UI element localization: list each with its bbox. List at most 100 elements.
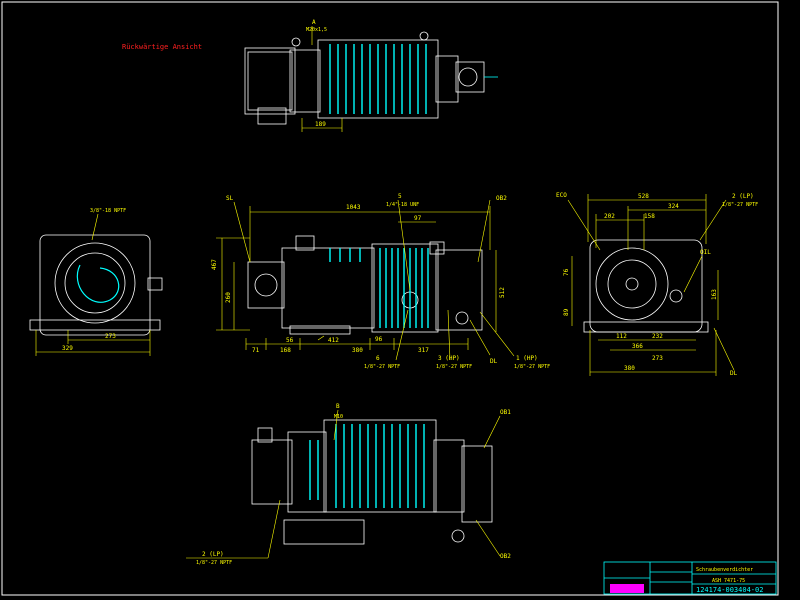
left-view-shaft — [147, 277, 163, 291]
bottom-view-port — [451, 529, 465, 543]
right-view-hub — [625, 277, 639, 291]
right-label-eco: ECO — [556, 192, 567, 199]
front-dim-512: 512 — [499, 287, 506, 298]
right-dim-76: 76 — [563, 268, 570, 276]
bottom-view-flange — [287, 431, 327, 513]
left-thread-note: 3/8"-18 NPTF — [90, 208, 126, 214]
title-block-name: Schraubenverdichter — [696, 567, 753, 573]
bottom-label-ob1: OB1 — [500, 409, 511, 416]
right-dim-232: 232 — [652, 333, 663, 340]
front-view-fins — [329, 248, 429, 328]
right-view-dims — [567, 194, 735, 376]
right-dim-366: 366 — [632, 343, 643, 350]
front-label-1-note: 1/8"-27 NPTF — [514, 364, 550, 370]
right-label-oil: OIL — [700, 249, 711, 256]
bottom-view-dims — [186, 409, 501, 559]
front-dim-96: 96 — [375, 336, 383, 343]
front-dim-71: 71 — [252, 347, 260, 354]
front-suction-flange — [247, 261, 285, 309]
top-view-body — [317, 39, 439, 119]
front-view-dims — [216, 199, 515, 361]
top-view-motor-inner — [247, 51, 293, 111]
right-dim-324: 324 — [668, 203, 679, 210]
top-view-fins — [329, 44, 427, 114]
front-dim-56: 56 — [286, 337, 294, 344]
front-label-3-hp: 3 (HP) — [438, 355, 460, 362]
front-dim-168: 168 — [280, 347, 291, 354]
front-label-5: 5 — [398, 193, 402, 200]
front-dim-412: 412 — [328, 337, 339, 344]
bottom-view-discharge — [433, 439, 465, 513]
right-dim-380: 380 — [624, 365, 635, 372]
bottom-view-body — [323, 419, 437, 513]
right-view-base — [583, 321, 709, 333]
front-dim-317: 317 — [418, 347, 429, 354]
right-label-2-lp: 2 (LP) — [732, 193, 754, 200]
top-label-a: A — [312, 19, 316, 26]
right-view — [583, 239, 709, 333]
title-block-logo — [610, 584, 644, 593]
left-view-base — [29, 319, 161, 331]
right-label-dl: DL — [730, 370, 738, 377]
right-dim-163: 163 — [711, 289, 718, 300]
left-view-port-contour — [76, 264, 120, 303]
bottom-view — [251, 419, 493, 545]
title-block — [603, 561, 777, 595]
front-dim-260: 260 — [225, 292, 232, 303]
front-lug-right — [429, 241, 445, 255]
right-view-housing — [589, 239, 703, 333]
title-block-model: ASH 7471-75 — [712, 578, 745, 584]
bottom-label-b: B — [336, 403, 340, 410]
bottom-view-base — [283, 519, 365, 545]
top-view — [244, 31, 498, 125]
bottom-label-2-lp: 2 (LP) — [202, 551, 224, 558]
top-view-motor-end — [244, 47, 296, 115]
front-compressor-body — [371, 243, 439, 333]
right-view-outer-ring — [595, 247, 669, 321]
right-view-inner-ring — [607, 259, 657, 309]
front-label-sl: SL — [226, 195, 234, 202]
front-label-6: 6 — [376, 355, 380, 362]
bottom-label-2-note: 1/8"-27 NPTF — [196, 560, 232, 566]
front-dim-top: 1043 — [346, 204, 361, 211]
front-foot-left — [289, 325, 351, 335]
front-label-ob2: OB2 — [496, 195, 507, 202]
right-dim-202: 202 — [604, 213, 615, 220]
right-dim-528: 528 — [638, 193, 649, 200]
top-view-end-cap — [455, 61, 485, 93]
bottom-view-end-cap — [461, 445, 493, 523]
drawing-frame — [1, 1, 779, 596]
front-discharge-end — [435, 249, 483, 331]
top-view-foot — [257, 107, 287, 125]
front-dim-380: 380 — [352, 347, 363, 354]
front-label-6-note: 1/8"-27 NPTF — [364, 364, 400, 370]
front-dim-97: 97 — [414, 215, 422, 222]
right-dim-89: 89 — [563, 308, 570, 316]
left-view — [29, 234, 163, 336]
front-view — [247, 235, 483, 335]
front-label-dl: DL — [490, 358, 498, 365]
bottom-view-top-fitting — [257, 427, 273, 443]
bottom-label-b-note: M10 — [334, 414, 343, 420]
top-label-a-note: M20x1,5 — [306, 27, 327, 33]
right-label-2-note: 1/8"-27 NPTF — [722, 202, 758, 208]
view-title: Rückwärtige Ansicht — [122, 43, 202, 51]
front-motor-housing — [281, 247, 375, 329]
front-suction-port — [254, 273, 278, 297]
right-dim-112: 112 — [616, 333, 627, 340]
left-view-inner-ring — [64, 252, 126, 314]
left-view-dims — [35, 213, 151, 356]
front-dim-467: 467 — [211, 259, 218, 270]
right-dim-158: 158 — [644, 213, 655, 220]
left-view-outer-ring — [54, 242, 136, 324]
bottom-label-ob2: OB2 — [500, 553, 511, 560]
bottom-view-motor-end — [251, 439, 293, 505]
front-label-1-hp: 1 (HP) — [516, 355, 538, 362]
top-view-lug-left — [291, 37, 301, 47]
right-view-oil-port — [669, 289, 683, 303]
bottom-view-fins — [309, 424, 425, 508]
top-view-discharge — [435, 55, 459, 103]
top-view-dims — [301, 26, 343, 132]
front-lug-left — [295, 235, 315, 251]
